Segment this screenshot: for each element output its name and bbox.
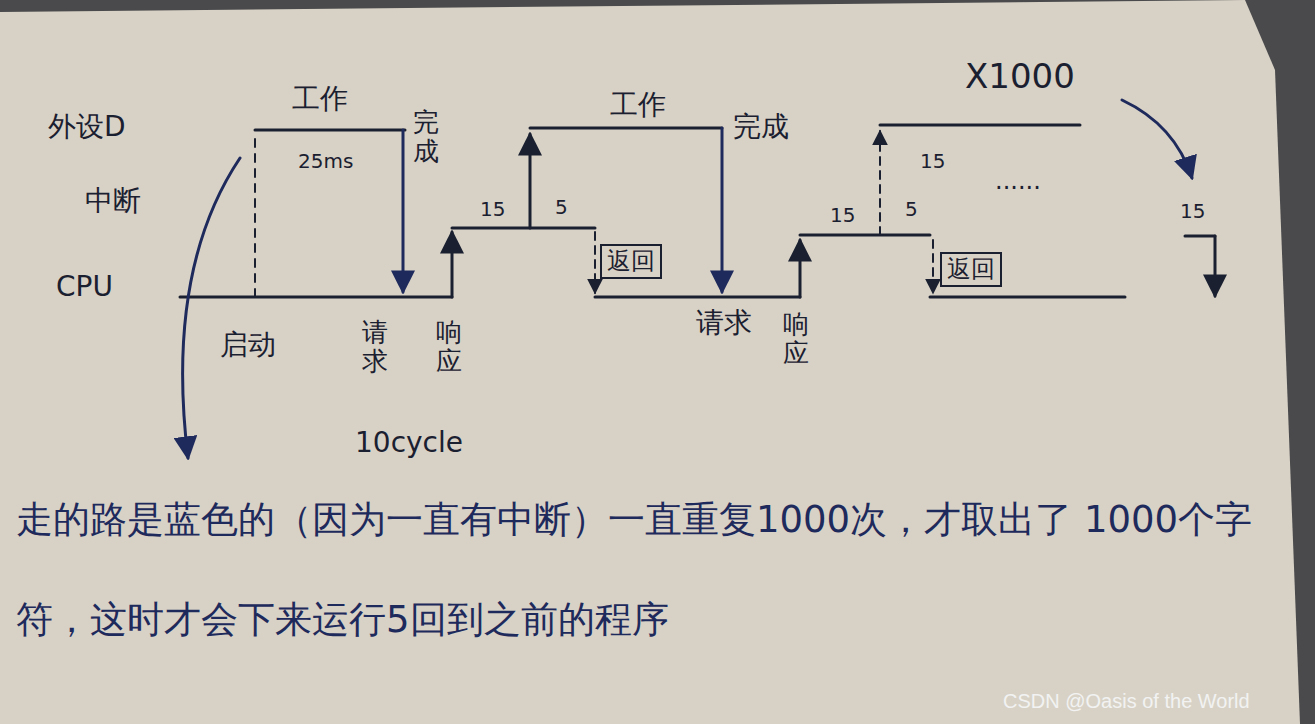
done-label: 完成 [413, 108, 439, 165]
work-label: 工作 [292, 84, 348, 115]
return-box: 返回 [600, 244, 662, 279]
repeat-count: X1000 [965, 58, 1075, 95]
return-box: 返回 [940, 252, 1002, 287]
return-label: 返回 [947, 256, 995, 282]
peripheral-label: 外设D [48, 112, 126, 143]
request-label: 请求 [362, 318, 388, 375]
response-label: 响应 [783, 310, 809, 367]
cycle-count: 15 [1180, 200, 1205, 222]
interrupt-label: 中断 [85, 186, 141, 217]
cycle-note: 10cycle [355, 428, 463, 459]
cycle-count: 15 [920, 150, 945, 172]
blue-path [183, 100, 1192, 458]
timing-waveform [180, 125, 1215, 297]
cycle-count: 5 [905, 198, 918, 220]
start-label: 启动 [220, 330, 276, 361]
cycle-count: 5 [555, 196, 568, 218]
response-label: 响应 [436, 318, 462, 375]
done-label: 完成 [733, 112, 789, 143]
request-label: 请求 [696, 308, 752, 339]
ellipsis: ...... [995, 168, 1041, 194]
return-label: 返回 [607, 248, 655, 274]
cpu-label: CPU [56, 272, 113, 303]
duration: 25ms [298, 150, 353, 172]
work-label: 工作 [610, 90, 666, 121]
cycle-count: 15 [480, 198, 505, 220]
handwritten-note: 走的路是蓝色的（因为一直有中断）一直重复1000次，才取出了 1000个字符，这… [16, 470, 1296, 670]
watermark: CSDN @Oasis of the World [1003, 690, 1250, 712]
cycle-count: 15 [830, 204, 855, 226]
